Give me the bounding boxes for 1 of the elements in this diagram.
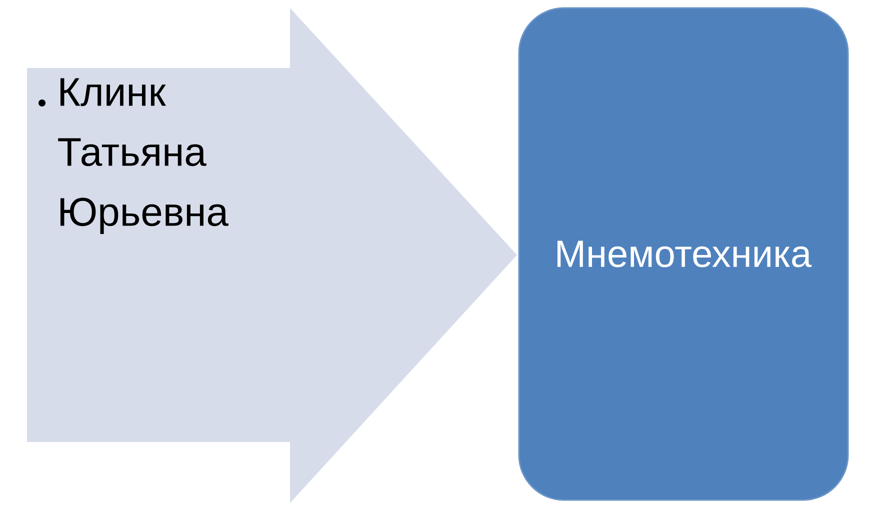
rounded-box: Мнемотехника [518,7,849,501]
